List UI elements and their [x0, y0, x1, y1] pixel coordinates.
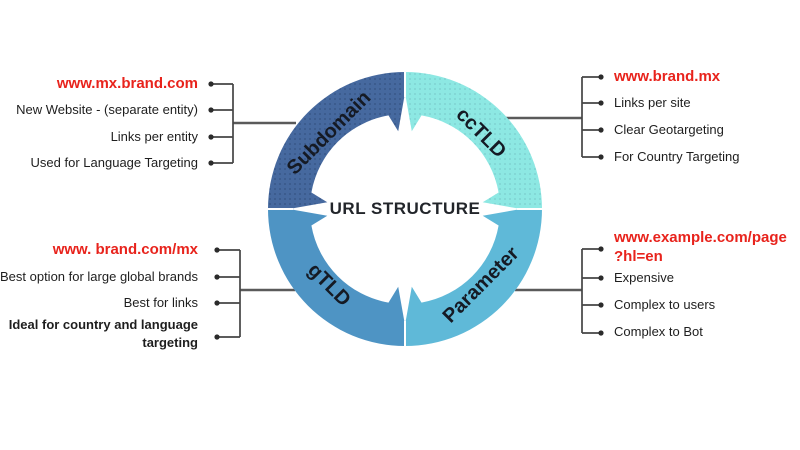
parameter-dot-1 — [598, 246, 604, 252]
cctld-dot-4 — [598, 154, 604, 160]
subdomain-url: www.mx.brand.com — [56, 75, 198, 92]
parameter-dot-2 — [598, 275, 604, 281]
subdomain-item: Links per entity — [110, 129, 198, 144]
subdomain-dot-3 — [208, 134, 214, 140]
cctld-item: Links per site — [614, 95, 691, 110]
segment-subdomain-texture — [268, 72, 405, 209]
subdomain-item: Used for Language Targeting — [30, 155, 198, 170]
parameter-bracket — [581, 248, 600, 334]
gtld-bracket — [218, 249, 241, 338]
cctld-item: Clear Geotargeting — [614, 122, 724, 137]
gtld-dot-4 — [214, 334, 220, 340]
cctld-dot-2 — [598, 100, 604, 106]
gtld-dot-2 — [214, 274, 220, 280]
subdomain-dot-2 — [208, 107, 214, 113]
gtld-item: Best option for large global brands — [0, 269, 198, 284]
parameter-url-line2: ?hl=en — [614, 248, 663, 265]
cctld-dot-3 — [598, 127, 604, 133]
cctld-dot-1 — [598, 74, 604, 80]
segment-seams — [267, 71, 543, 347]
center-title: URL STRUCTURE — [330, 199, 481, 218]
gtld-dot-3 — [214, 300, 220, 306]
cctld-url: www.brand.mx — [614, 68, 721, 85]
parameter-item: Expensive — [614, 270, 674, 285]
gtld-item: Ideal for country and language targeting — [8, 317, 198, 350]
cctld-item: For Country Targeting — [614, 149, 740, 164]
gtld-dot-1 — [214, 247, 220, 253]
parameter-item: Complex to users — [614, 297, 716, 312]
parameter-url-line1: www.example.com/page — [614, 229, 787, 246]
parameter-dot-3 — [598, 302, 604, 308]
subdomain-dot-4 — [208, 160, 214, 166]
subdomain-dot-1 — [208, 81, 214, 87]
segment-cctld-texture — [405, 72, 542, 209]
segment-gtld — [268, 209, 405, 346]
cctld-bracket — [581, 76, 600, 158]
parameter-url: www.example.com/page ?hl=en — [614, 228, 800, 266]
segment-parameter — [405, 209, 542, 346]
gtld-url: www. brand.com/mx — [52, 241, 198, 258]
gtld-item: Best for links — [123, 295, 198, 310]
parameter-dot-4 — [598, 330, 604, 336]
subdomain-item: New Website - (separate entity) — [16, 102, 198, 117]
subdomain-bracket — [212, 83, 234, 164]
url-structure-wheel: Subdomain ccTLD gTLD Parameter URL STRUC… — [267, 71, 543, 347]
parameter-item: Complex to Bot — [614, 324, 703, 339]
